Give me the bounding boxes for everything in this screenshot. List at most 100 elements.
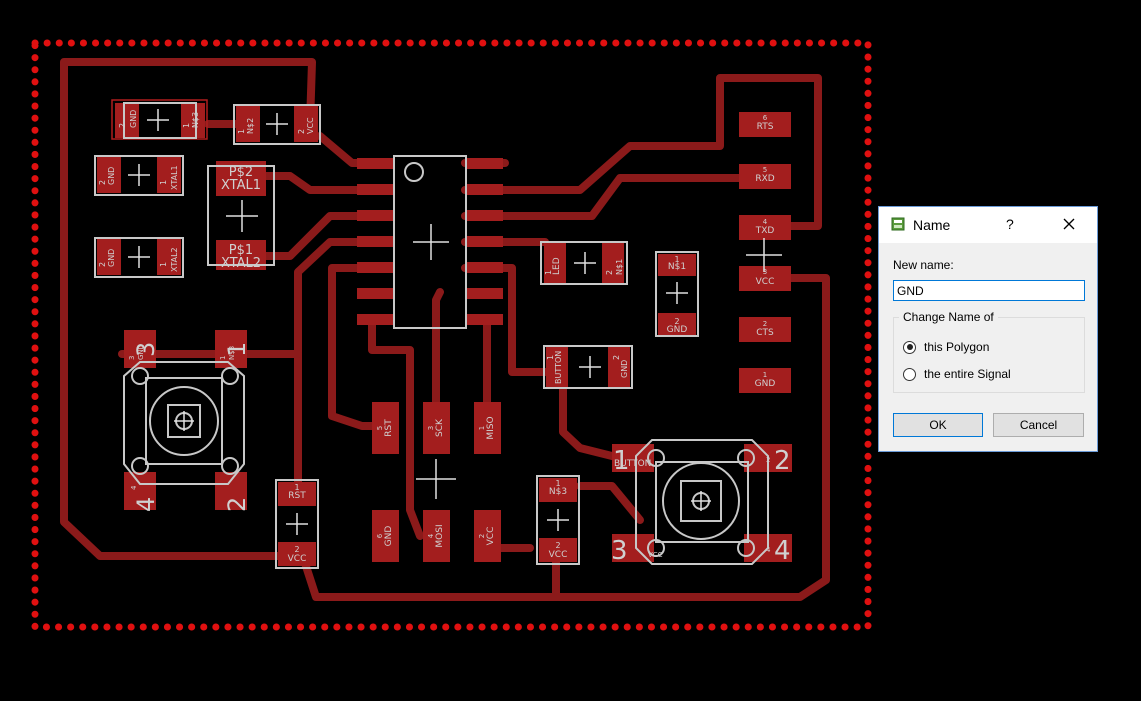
resistor-top-left[interactable]: 2 GND 1 N$3 xyxy=(111,99,208,140)
dialog-titlebar[interactable]: Name ? xyxy=(879,207,1097,243)
radio-entire-signal[interactable]: the entire Signal xyxy=(903,365,1011,383)
net-label: GND xyxy=(107,167,116,185)
pin-label: 1 xyxy=(555,479,560,488)
switch-left[interactable]: 3 1 4 2 3 GND 1 N$3 4 xyxy=(123,330,251,512)
net-label: RTS xyxy=(757,122,774,132)
net-label: GND xyxy=(667,325,688,335)
net-label: N$3 xyxy=(191,112,200,128)
switch-pin-number: 1 xyxy=(223,342,251,357)
close-icon[interactable] xyxy=(1059,214,1079,234)
microcontroller-ic[interactable] xyxy=(357,155,503,329)
eagle-app-icon xyxy=(891,217,905,231)
net-label: SCK xyxy=(435,418,445,437)
pin-label: 6 xyxy=(763,114,768,122)
reset-resistor[interactable]: 1 RST 2 VCC xyxy=(275,479,319,569)
net-label: MOSI xyxy=(435,524,445,547)
pin-label: 4 xyxy=(766,546,771,554)
pin-label: 2 xyxy=(98,180,107,185)
button-resistor[interactable]: 1 BUTTON 2 GND xyxy=(543,345,633,389)
dialog-title: Name xyxy=(913,217,951,233)
net-label: VCC xyxy=(288,554,307,564)
pin-label: 1 xyxy=(219,356,227,360)
pin-label: 1 xyxy=(237,129,246,134)
radio-this-polygon[interactable]: this Polygon xyxy=(903,338,989,356)
pin-label: 2 xyxy=(294,545,299,554)
ftdi-header[interactable]: 6 RTS 5 RXD 4 TXD 3 VCC 2 CTS 1 GND xyxy=(739,112,791,393)
radio-dot[interactable] xyxy=(903,367,916,381)
switch-pin-number: 3 xyxy=(611,536,628,566)
pin-label: 3 xyxy=(427,426,435,430)
led-resistor[interactable]: 1 N$1 2 GND xyxy=(655,251,699,337)
net-label: VCC xyxy=(648,551,663,559)
net-label: MISO xyxy=(486,416,496,439)
switch-pin-number: 4 xyxy=(132,497,160,512)
resistor-top-center[interactable]: 1 N$2 2 VCC xyxy=(233,104,321,145)
pad-label: P$2 xyxy=(229,165,253,180)
pin-label: 1 xyxy=(159,180,168,185)
change-name-group-caption: Change Name of xyxy=(899,310,998,324)
pin-label: 4 xyxy=(130,485,138,490)
new-name-input[interactable] xyxy=(893,280,1085,301)
pin-label: 2 xyxy=(763,320,767,328)
pin-label: 2 xyxy=(98,262,107,267)
n3-resistor[interactable]: 1 N$3 2 VCC xyxy=(536,475,580,565)
switch-pin-number: 2 xyxy=(774,446,791,476)
net-label: RXD xyxy=(755,174,774,184)
net-label: BUTTON xyxy=(614,459,651,469)
net-label: GND xyxy=(107,249,116,267)
net-label: N$1 xyxy=(668,262,686,272)
pin-label: 3 xyxy=(763,268,767,276)
pin-label: 2 xyxy=(555,541,560,550)
pin-label: 2 xyxy=(118,123,127,128)
pin-label: 1 xyxy=(182,123,191,128)
rename-dialog[interactable]: Name ? New name: Change Name of this Pol… xyxy=(878,206,1098,452)
net-label: XTAL1 xyxy=(170,165,179,190)
net-label: RST xyxy=(288,491,306,501)
gnd-polygon-outline[interactable] xyxy=(31,39,872,631)
cancel-button[interactable]: Cancel xyxy=(993,413,1084,437)
net-label: VCC xyxy=(306,117,315,134)
radio-label: this Polygon xyxy=(924,340,990,354)
pin-label: 4 xyxy=(763,218,768,226)
ok-button[interactable]: OK xyxy=(893,413,983,437)
pin-label: 2 xyxy=(674,317,679,326)
pin-label: 2 xyxy=(766,456,770,464)
net-label: VCC xyxy=(756,277,775,287)
capacitor-c2[interactable]: 2 GND 1 XTAL2 xyxy=(94,237,184,278)
pin-label: 2 xyxy=(478,534,486,538)
pin-label: 5 xyxy=(763,166,767,174)
net-label: BUTTON xyxy=(554,351,563,384)
net-label: TXD xyxy=(755,226,775,236)
net-label: XTAL2 xyxy=(170,247,179,272)
isp-header[interactable]: 5 RST 3 SCK 1 MISO 6 GND 4 MOSI 2 VCC xyxy=(372,402,501,562)
net-label: GND xyxy=(129,110,138,128)
help-button[interactable]: ? xyxy=(1006,216,1014,232)
pin-label: 1 xyxy=(544,270,553,275)
capacitor-c1[interactable]: 2 GND 1 XTAL1 xyxy=(94,155,184,196)
pin-label: 3 xyxy=(128,356,136,360)
pin-label: 1 xyxy=(159,262,168,267)
pin-label: 5 xyxy=(376,426,384,430)
crystal-xtal[interactable]: P$2 XTAL1 P$1 XTAL2 xyxy=(207,161,275,271)
pad-label: P$1 xyxy=(229,243,253,258)
led[interactable]: 1 LED 2 N$1 xyxy=(540,241,628,285)
net-label: LED xyxy=(552,257,562,275)
switch-pin-number: 4 xyxy=(774,536,791,566)
pin-label: 1 xyxy=(674,255,679,264)
pin-label: 1 xyxy=(294,483,299,492)
net-label: N$3 xyxy=(549,487,567,497)
switch-pin-number: 3 xyxy=(132,342,160,357)
pin-label: 2 xyxy=(612,355,621,360)
net-label: VCC xyxy=(486,527,496,546)
net-label: VCC xyxy=(549,550,568,560)
switch-right[interactable]: 1 2 3 4 BUTTON VCC 2 4 xyxy=(611,439,792,566)
net-label: GND xyxy=(137,344,145,360)
net-label: XTAL1 xyxy=(221,178,261,193)
radio-label: the entire Signal xyxy=(924,367,1011,381)
radio-dot-selected[interactable] xyxy=(903,340,916,354)
net-label: GND xyxy=(384,526,394,547)
net-label: N$3 xyxy=(228,346,236,360)
switch-pin-number: 2 xyxy=(223,497,251,512)
switch-pin-number: 1 xyxy=(613,446,630,476)
